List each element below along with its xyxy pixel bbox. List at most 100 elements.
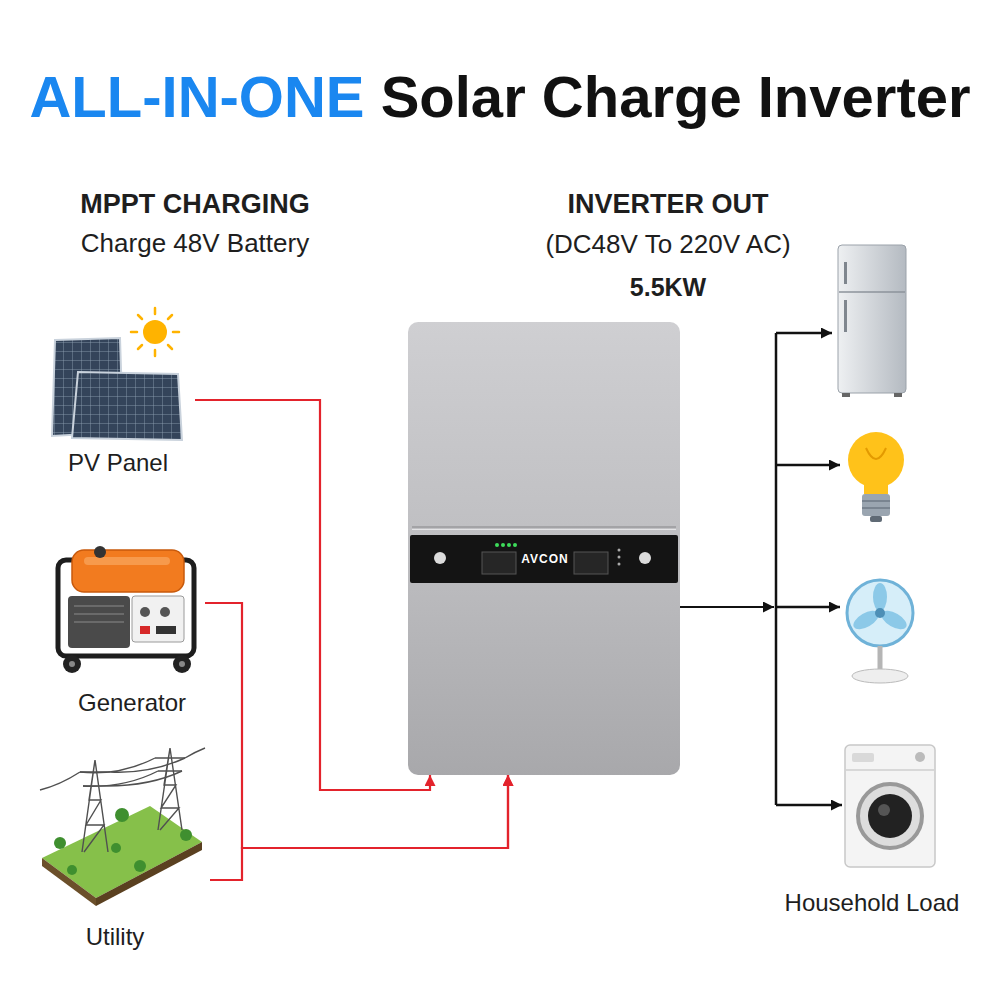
load-bus bbox=[776, 333, 842, 805]
refrigerator-icon bbox=[838, 245, 906, 397]
inverter-cabinet bbox=[482, 552, 516, 574]
source-node: Utility bbox=[35, 745, 210, 955]
fan-icon bbox=[847, 580, 913, 683]
inverter-cabinet bbox=[513, 543, 517, 547]
light-bulb-icon bbox=[870, 516, 882, 522]
utility-grid-icon bbox=[80, 758, 185, 786]
inverter-cabinet bbox=[412, 526, 676, 528]
utility-grid-icon bbox=[115, 808, 129, 822]
washing-machine-icon bbox=[852, 753, 874, 762]
generator-icon bbox=[156, 626, 176, 634]
utility-grid-icon bbox=[40, 748, 205, 790]
utility-grid-icon bbox=[180, 829, 192, 841]
generator-icon bbox=[74, 606, 124, 622]
input-wire bbox=[205, 603, 508, 848]
load-bus bbox=[776, 464, 840, 467]
title-part: Solar Charge Inverter bbox=[365, 64, 971, 129]
source-node: PV Panel bbox=[45, 310, 195, 480]
inverter-cabinet bbox=[501, 543, 505, 547]
solar-panel-icon bbox=[52, 308, 182, 440]
washing-machine-icon bbox=[846, 769, 934, 771]
generator-icon bbox=[160, 607, 170, 617]
fan-icon bbox=[873, 583, 887, 611]
utility-grid-icon bbox=[42, 858, 96, 906]
load-bus bbox=[775, 333, 778, 805]
inverter-cabinet bbox=[507, 543, 511, 547]
load-bus bbox=[776, 606, 840, 609]
title: ALL-IN-ONE Solar Charge Inverter bbox=[29, 64, 970, 131]
generator-icon bbox=[94, 546, 106, 558]
load-bus bbox=[776, 333, 842, 805]
node-text: 5.5KW bbox=[630, 273, 706, 302]
fan-icon bbox=[852, 669, 908, 683]
utility-grid-icon bbox=[67, 865, 77, 875]
washing-machine-icon bbox=[845, 745, 935, 867]
fan-icon bbox=[875, 608, 885, 618]
sun-icon bbox=[131, 308, 179, 356]
washing-machine-icon bbox=[878, 804, 890, 816]
washing-machine-icon bbox=[915, 752, 925, 762]
generator-icon bbox=[140, 626, 150, 634]
inverter-cabinet bbox=[618, 549, 621, 552]
node-text: PV Panel bbox=[68, 449, 168, 477]
utility-grid-icon bbox=[40, 748, 205, 852]
washing-machine-icon bbox=[868, 794, 912, 838]
inverter-cabinet bbox=[574, 552, 608, 574]
inverter-cabinet bbox=[618, 556, 621, 559]
source-node: Generator bbox=[45, 540, 205, 725]
utility-grid-icon bbox=[54, 808, 192, 875]
light-bulb-icon bbox=[862, 494, 890, 516]
utility-grid-icon bbox=[40, 748, 205, 906]
refrigerator-icon bbox=[844, 300, 847, 332]
inverter-node: INVERTER OUT(DC48V To 220V AC)5.5KWAVCON bbox=[408, 322, 680, 775]
inverter-cabinet bbox=[495, 543, 499, 547]
label-text: MPPT CHARGING bbox=[80, 189, 310, 220]
node-text: Household Load bbox=[785, 889, 960, 917]
light-bulb-icon bbox=[864, 484, 888, 494]
node-text: AVCON bbox=[521, 553, 568, 567]
inverter-cabinet bbox=[434, 552, 446, 564]
inverter-cabinet bbox=[412, 529, 676, 530]
fan-icon bbox=[850, 583, 909, 633]
node-text: INVERTER OUT bbox=[567, 189, 768, 220]
title-part: ALL-IN-ONE bbox=[29, 64, 364, 129]
utility-grid-icon bbox=[96, 842, 202, 906]
load-bus bbox=[776, 804, 842, 807]
node-text: Utility bbox=[86, 923, 145, 951]
output-wire bbox=[680, 606, 774, 608]
load-node: Household Load bbox=[774, 238, 990, 923]
generator-icon bbox=[140, 607, 150, 617]
light-bulb-icon bbox=[848, 432, 904, 522]
generator-icon bbox=[173, 655, 191, 673]
refrigerator-icon bbox=[839, 291, 905, 293]
generator-icon bbox=[179, 661, 185, 667]
washing-machine-icon bbox=[845, 745, 935, 867]
utility-grid-icon bbox=[134, 860, 146, 872]
node-text: Generator bbox=[78, 689, 186, 717]
light-bulb-icon bbox=[866, 448, 886, 459]
label-text: Charge 48V Battery bbox=[81, 229, 309, 259]
fan-icon bbox=[878, 646, 883, 672]
generator-icon bbox=[72, 550, 184, 592]
sun-icon bbox=[131, 308, 179, 356]
generator-icon bbox=[132, 596, 184, 642]
utility-grid-icon bbox=[82, 760, 108, 852]
light-bulb-icon bbox=[848, 432, 904, 488]
refrigerator-icon bbox=[842, 393, 850, 397]
inverter-cabinet bbox=[408, 322, 680, 775]
load-bus bbox=[776, 332, 832, 335]
utility-grid-icon bbox=[42, 806, 202, 898]
generator-icon bbox=[68, 596, 130, 648]
light-bulb-icon bbox=[862, 501, 890, 508]
refrigerator-icon bbox=[894, 393, 902, 397]
inverter-cabinet bbox=[618, 563, 621, 566]
utility-grid-icon bbox=[111, 843, 121, 853]
utility-grid-icon bbox=[80, 772, 110, 786]
generator-icon bbox=[58, 546, 194, 673]
sun-icon bbox=[143, 320, 167, 344]
sun-icon bbox=[131, 308, 179, 356]
inverter-cabinet bbox=[408, 322, 680, 775]
washing-machine-icon bbox=[858, 784, 922, 848]
